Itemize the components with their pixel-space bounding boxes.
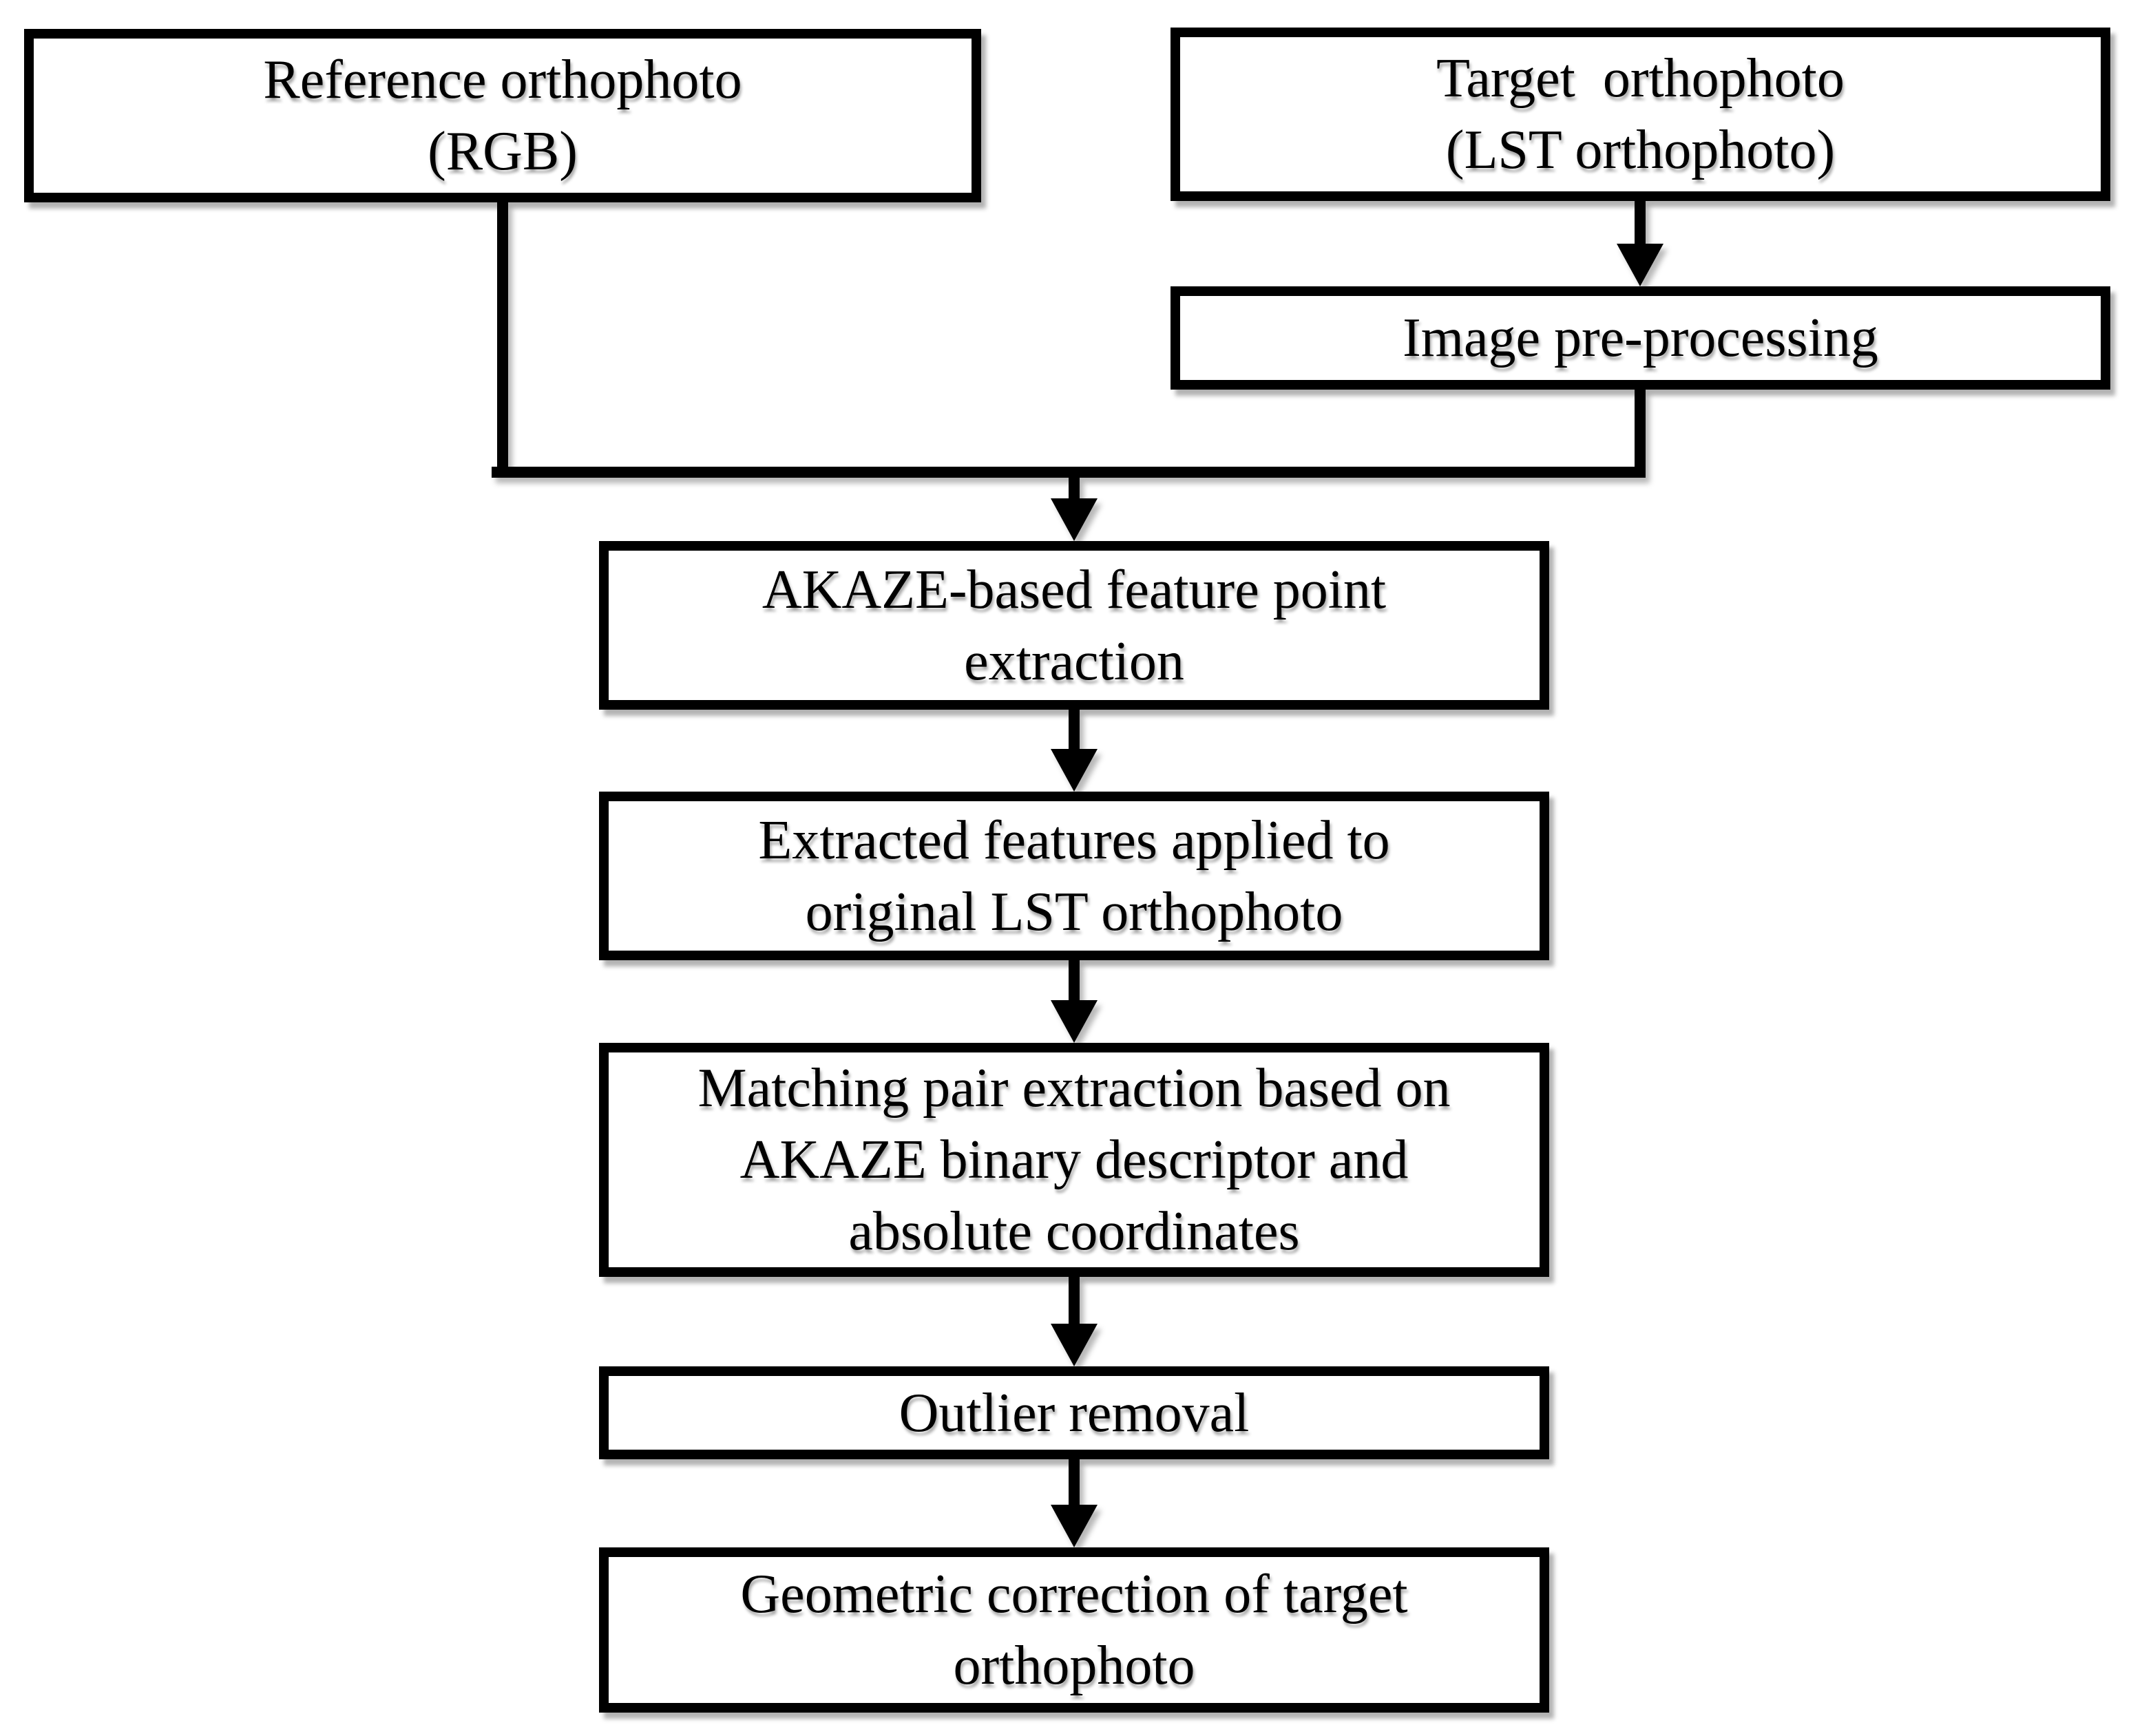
box-text-line: (LST orthophoto) — [1445, 120, 1836, 180]
box-text-line: Outlier removal — [899, 1382, 1250, 1443]
box-matching-pair-extraction: Matching pair extraction based on AKAZE … — [599, 1043, 1549, 1277]
box-text-line: Image pre-processing — [1403, 308, 1878, 368]
box-text-line: original LST orthophoto — [805, 881, 1343, 942]
arrowhead-outlier-to-geometric — [1051, 1505, 1098, 1547]
box-extracted-features: Extracted features applied to original L… — [599, 792, 1549, 960]
box-text-line: Reference orthophoto — [263, 50, 742, 110]
arrowhead-akaze-to-extracted — [1051, 749, 1098, 792]
box-target-orthophoto: Target orthophoto (LST orthophoto) — [1171, 28, 2110, 201]
box-outlier-removal: Outlier removal — [599, 1366, 1549, 1459]
box-akaze-feature-extraction: AKAZE-based feature point extraction — [599, 541, 1549, 710]
connector-matching-to-outlier — [1069, 1277, 1080, 1328]
box-text-line: AKAZE binary descriptor and — [739, 1130, 1409, 1190]
connector-junction-to-akaze — [1069, 467, 1080, 502]
box-geometric-correction: Geometric correction of target orthophot… — [599, 1547, 1549, 1713]
connector-preprocessing-to-junction — [1635, 390, 1646, 478]
connector-outlier-to-geometric — [1069, 1459, 1080, 1509]
box-text-line: Target orthophoto — [1436, 48, 1845, 109]
connector-target-to-preprocessing — [1635, 201, 1646, 248]
connector-reference-to-junction — [497, 202, 508, 478]
arrowhead-matching-to-outlier — [1051, 1324, 1098, 1366]
arrowhead-extracted-to-matching — [1051, 1000, 1098, 1043]
arrowhead-target-to-preprocessing — [1617, 244, 1663, 286]
connector-extracted-to-matching — [1069, 960, 1080, 1004]
box-text-line: orthophoto — [953, 1636, 1195, 1696]
box-text-line: Extracted features applied to — [758, 809, 1390, 871]
box-text-line: Geometric correction of target — [740, 1564, 1408, 1624]
box-image-pre-processing: Image pre-processing — [1171, 286, 2110, 390]
connector-akaze-to-extracted — [1069, 710, 1080, 753]
box-text-line: extraction — [964, 631, 1184, 692]
box-text-line: Matching pair extraction based on — [697, 1058, 1451, 1119]
box-text-line: absolute coordinates — [848, 1201, 1300, 1262]
box-text-line: AKAZE-based feature point — [762, 559, 1387, 620]
arrowhead-junction-to-akaze — [1051, 498, 1098, 541]
box-text-line: (RGB) — [428, 121, 578, 182]
box-reference-orthophoto: Reference orthophoto (RGB) — [24, 29, 981, 202]
